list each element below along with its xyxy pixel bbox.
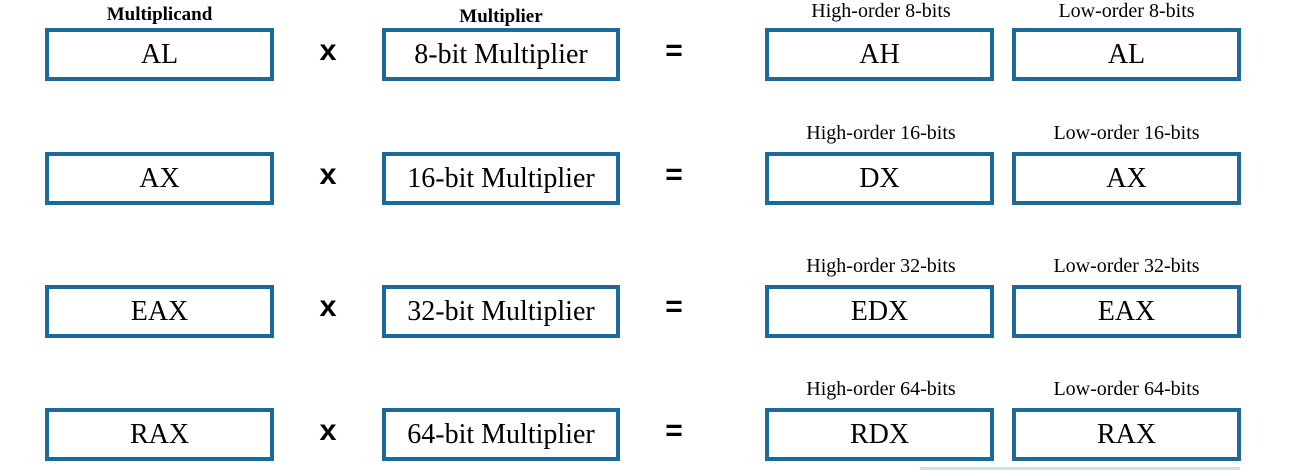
multiplier-box: 8-bit Multiplier (382, 28, 620, 81)
low-order-result-box: EAX (1012, 285, 1241, 338)
multiplier-header: Multiplier (459, 6, 543, 27)
low-order-label: Low-order 32-bits (1053, 255, 1200, 277)
high-order-label: High-order 32-bits (806, 255, 956, 277)
equals-operator: = (664, 160, 683, 194)
multiplier-box: 16-bit Multiplier (382, 152, 620, 205)
low-order-label: Low-order 64-bits (1053, 378, 1200, 400)
low-order-result-box: AL (1012, 28, 1241, 81)
high-order-result-box: DX (765, 152, 994, 205)
multiply-operator: x (318, 36, 337, 70)
low-order-label: Low-order 16-bits (1053, 122, 1200, 144)
low-order-label: Low-order 8-bits (1058, 0, 1195, 22)
multiply-operator: x (318, 160, 337, 194)
equals-operator: = (664, 292, 683, 326)
high-order-label: High-order 16-bits (806, 122, 956, 144)
multiplicand-box: RAX (45, 408, 274, 461)
multiplier-box: 32-bit Multiplier (382, 285, 620, 338)
multiplier-box: 64-bit Multiplier (382, 408, 620, 461)
high-order-result-box: RDX (765, 408, 994, 461)
multiplicand-box: AX (45, 152, 274, 205)
high-order-result-box: EDX (765, 285, 994, 338)
bottom-rule (920, 467, 1240, 470)
multiply-operator: x (318, 416, 337, 450)
equals-operator: = (664, 416, 683, 450)
multiplicand-box: AL (45, 28, 274, 81)
multiplicand-box: EAX (45, 285, 274, 338)
equals-operator: = (664, 36, 683, 70)
high-order-label: High-order 64-bits (806, 378, 956, 400)
low-order-result-box: RAX (1012, 408, 1241, 461)
low-order-result-box: AX (1012, 152, 1241, 205)
high-order-label: High-order 8-bits (811, 0, 951, 22)
multiply-operator: x (318, 292, 337, 326)
high-order-result-box: AH (765, 28, 994, 81)
multiplicand-header: Multiplicand (106, 4, 213, 25)
